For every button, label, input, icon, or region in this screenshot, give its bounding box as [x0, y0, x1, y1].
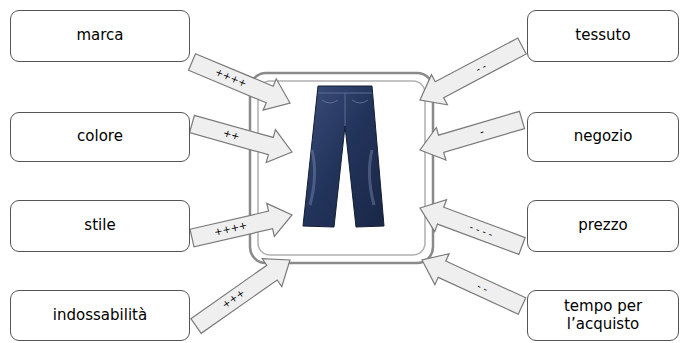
factor-text: prezzo — [578, 217, 628, 234]
factor-box: indossabilità — [10, 290, 190, 341]
factor-text: indossabilità — [53, 307, 147, 324]
influence-arrow — [412, 31, 530, 115]
arrow-shape — [187, 108, 296, 169]
factor-text: colore — [77, 128, 123, 145]
influence-arrow — [185, 46, 296, 118]
factor-text: stile — [84, 217, 115, 234]
jeans-fade — [369, 150, 374, 205]
factor-text: tempo per l’acquisto — [534, 298, 672, 333]
center-frame-inner — [258, 81, 425, 255]
arrow-shape — [415, 245, 529, 322]
factor-box: stile — [10, 200, 190, 252]
jeans-fade — [310, 150, 315, 205]
jeans-body — [303, 86, 384, 227]
jeans-pocket — [352, 100, 368, 103]
influence-arrow — [187, 108, 296, 169]
factor-box: prezzo — [527, 200, 679, 252]
influence-arrow — [186, 246, 300, 340]
factor-box: tempo per l’acquisto — [527, 290, 679, 341]
photo-area — [296, 82, 388, 230]
factor-box: colore — [10, 112, 190, 162]
factor-box: marca — [10, 10, 190, 62]
factor-text: negozio — [574, 128, 633, 145]
influence-arrow — [415, 104, 527, 167]
factor-box: tessuto — [527, 10, 679, 62]
arrow-shape — [412, 31, 530, 115]
arrow-shape — [414, 192, 528, 262]
influence-arrow — [188, 198, 296, 254]
arrow-shape — [188, 198, 296, 254]
jeans-fly — [345, 93, 346, 126]
influence-arrow — [414, 192, 528, 262]
factor-text: tessuto — [575, 27, 630, 44]
jeans-pocket — [322, 100, 338, 103]
factor-box: negozio — [527, 112, 679, 162]
arrow-shape — [186, 246, 300, 340]
arrow-shape — [185, 46, 296, 118]
influence-arrow — [415, 245, 529, 322]
factor-text: marca — [76, 27, 123, 44]
arrow-shape — [415, 104, 527, 167]
